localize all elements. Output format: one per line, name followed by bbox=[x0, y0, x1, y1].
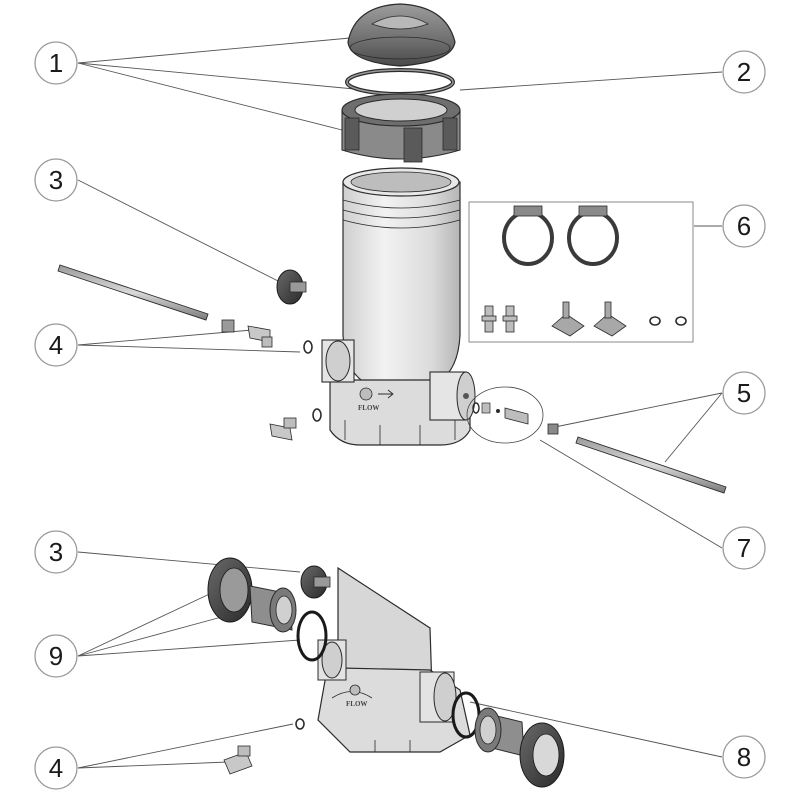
hose-clamp-2 bbox=[567, 205, 619, 266]
callout-5: 5 bbox=[722, 371, 766, 415]
callout-4: 4 bbox=[34, 323, 78, 367]
callout-5-number: 5 bbox=[737, 378, 751, 408]
o-ring-small-lower bbox=[295, 718, 305, 730]
lid-dome bbox=[347, 3, 456, 67]
union-tail-left bbox=[249, 585, 297, 633]
flow-label: FLOW bbox=[358, 404, 379, 412]
callout-3-number: 3 bbox=[49, 165, 63, 195]
elbow-fittings bbox=[551, 301, 627, 337]
callout-3: 3 bbox=[34, 158, 78, 202]
union-o-ring-left bbox=[296, 610, 328, 662]
callout-4-number: 4 bbox=[49, 330, 63, 360]
callout-4-lower: 4 bbox=[34, 746, 78, 790]
union-nut-right bbox=[519, 722, 565, 788]
callout-9-number: 9 bbox=[49, 641, 63, 671]
callout-2-number: 2 bbox=[737, 57, 751, 87]
hose-barb-fittings bbox=[481, 305, 518, 333]
lid-o-ring bbox=[345, 68, 455, 96]
locking-ring bbox=[341, 93, 461, 163]
drain-valve-upper bbox=[269, 408, 322, 441]
callout-6: 6 bbox=[722, 204, 766, 248]
callout-4-lower-number: 4 bbox=[49, 753, 63, 783]
fitting-set-upper bbox=[221, 319, 313, 354]
callout-6-number: 6 bbox=[737, 211, 751, 241]
chlorinator-body: FLOW bbox=[321, 167, 476, 446]
flow-label-lower: FLOW bbox=[346, 700, 367, 708]
callout-8-number: 8 bbox=[737, 742, 751, 772]
union-tail-right bbox=[474, 707, 525, 757]
valve-stem-upper bbox=[276, 269, 307, 305]
callout-1: 1 bbox=[34, 41, 78, 85]
hardware-kit-box bbox=[468, 201, 694, 343]
leader-lines bbox=[77, 37, 723, 769]
tube-right bbox=[575, 436, 727, 494]
callout-8: 8 bbox=[722, 735, 766, 779]
hose-clamp-1 bbox=[502, 205, 554, 266]
callout-7: 7 bbox=[722, 526, 766, 570]
callout-3-lower-number: 3 bbox=[49, 537, 63, 567]
callout-2: 2 bbox=[722, 50, 766, 94]
callout-1-number: 1 bbox=[49, 48, 63, 78]
drain-valve-lower bbox=[223, 745, 253, 775]
check-valve-group bbox=[466, 386, 559, 444]
callout-bubbles: 1 2 3 4 5 6 7 8 bbox=[34, 41, 766, 790]
tube-left bbox=[57, 264, 209, 321]
valve-stem-lower bbox=[300, 565, 331, 599]
union-nut-left bbox=[207, 557, 253, 623]
callout-7-number: 7 bbox=[737, 533, 751, 563]
washers bbox=[649, 316, 687, 326]
callout-9: 9 bbox=[34, 634, 78, 678]
offline-body: FLOW bbox=[317, 566, 471, 753]
callout-3-lower: 3 bbox=[34, 530, 78, 574]
